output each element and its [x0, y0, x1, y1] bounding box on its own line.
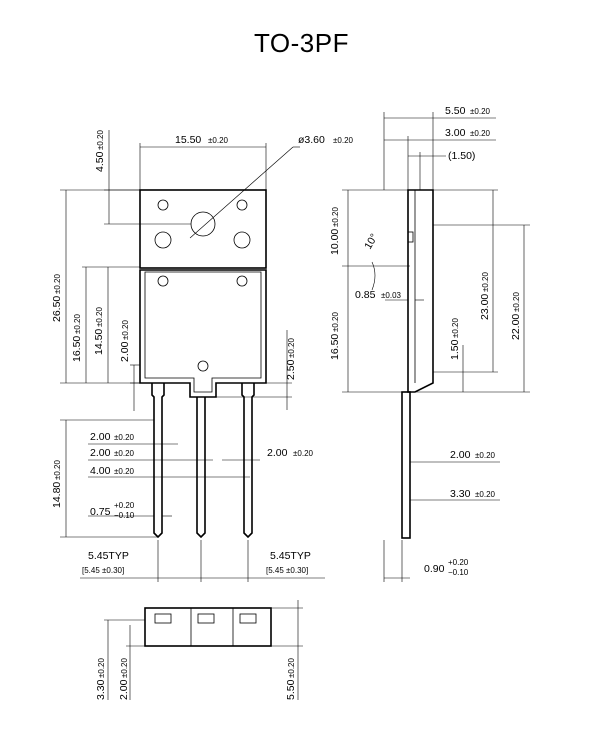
- dim-side-150b: 1.50: [449, 339, 461, 360]
- svg-text:[5.45 ±0.30]: [5.45 ±0.30]: [82, 566, 124, 575]
- svg-text:±0.20: ±0.20: [293, 449, 314, 458]
- svg-text:±0.20: ±0.20: [96, 129, 105, 150]
- bottom-view: [144, 607, 272, 647]
- svg-text:±0.20: ±0.20: [451, 317, 460, 338]
- dim-side-085: 0.85: [355, 289, 376, 301]
- dim-pitch-right: 5.45TYP: [270, 550, 311, 562]
- svg-text:[5.45 ±0.30]: [5.45 ±0.30]: [266, 566, 308, 575]
- svg-text:±0.20: ±0.20: [121, 319, 130, 340]
- svg-text:±0.20: ±0.20: [470, 107, 491, 116]
- dim-height-1450: 14.50: [93, 329, 105, 355]
- dim-side-2300: 23.00: [479, 294, 491, 320]
- dim-side-090: 0.90: [424, 563, 445, 575]
- dim-total-height: 26.50: [51, 296, 63, 322]
- svg-text:±0.20: ±0.20: [208, 136, 229, 145]
- dim-side-550: 5.50: [445, 105, 466, 117]
- lead-stub: [197, 613, 215, 624]
- dim-width-200-a: 2.00: [90, 431, 111, 443]
- side-body: [407, 189, 434, 393]
- tab-pin-hole: [157, 199, 169, 211]
- tab-pin-hole: [236, 199, 248, 211]
- dim-height-200: 2.00: [119, 341, 131, 362]
- svg-text:±0.20: ±0.20: [53, 273, 62, 294]
- svg-text:−0.10: −0.10: [448, 568, 469, 577]
- svg-text:±0.20: ±0.20: [333, 136, 354, 145]
- dim-bottom-330: 3.30: [95, 679, 107, 700]
- svg-text:±0.20: ±0.20: [475, 490, 496, 499]
- svg-text:±0.03: ±0.03: [381, 291, 402, 300]
- svg-text:±0.20: ±0.20: [331, 206, 340, 227]
- front-tab: [139, 189, 267, 269]
- dim-side-200: 2.00: [450, 449, 471, 461]
- svg-text:±0.20: ±0.20: [512, 291, 521, 312]
- dim-width-400: 4.00: [90, 465, 111, 477]
- svg-text:+0.20: +0.20: [114, 501, 135, 510]
- lead-3: [241, 383, 255, 539]
- dim-pitch-left: 5.45TYP: [88, 550, 129, 562]
- dim-bottom-200: 2.00: [118, 679, 130, 700]
- dim-side-2200: 22.00: [510, 314, 522, 340]
- dim-top-to-hole: 4.50: [94, 151, 106, 172]
- dim-bottom-550: 5.50: [285, 679, 297, 700]
- dim-side-1650: 16.50: [329, 334, 341, 360]
- side-lead: [401, 391, 411, 539]
- dim-lead-width: 0.75: [90, 506, 111, 518]
- front-view: [139, 189, 267, 539]
- svg-text:±0.20: ±0.20: [114, 467, 135, 476]
- tab-hole: [154, 231, 172, 249]
- svg-text:±0.20: ±0.20: [475, 451, 496, 460]
- dim-width-200-c: 2.00: [267, 447, 288, 459]
- body-ejector-mark: [197, 360, 209, 372]
- lead-stub: [154, 613, 172, 624]
- svg-text:±0.20: ±0.20: [481, 271, 490, 292]
- tab-hole: [233, 231, 251, 249]
- dim-side-300: 3.00: [445, 127, 466, 139]
- svg-text:±0.20: ±0.20: [95, 306, 104, 327]
- svg-text:−0.10: −0.10: [114, 511, 135, 520]
- dim-width-200-b: 2.00: [90, 447, 111, 459]
- dim-side-150: (1.50): [448, 150, 475, 162]
- svg-text:±0.20: ±0.20: [287, 337, 296, 358]
- svg-text:±0.20: ±0.20: [53, 459, 62, 480]
- body-pin-mark: [157, 275, 169, 287]
- dim-side-1000: 10.00: [329, 229, 341, 255]
- svg-text:±0.20: ±0.20: [331, 311, 340, 332]
- lead-stub: [239, 613, 257, 624]
- package-title: TO-3PF: [254, 28, 349, 58]
- svg-text:±0.20: ±0.20: [470, 129, 491, 138]
- dim-front-width: 15.50: [175, 134, 201, 146]
- dim-height-250: 2.50: [285, 359, 297, 380]
- dim-lower-height: 16.50: [71, 336, 83, 362]
- svg-text:±0.20: ±0.20: [73, 313, 82, 334]
- dim-lead-length: 14.80: [51, 482, 63, 508]
- lead-2: [196, 397, 206, 539]
- svg-text:±0.20: ±0.20: [287, 657, 296, 678]
- dim-angle: 10°: [362, 232, 380, 252]
- svg-text:±0.20: ±0.20: [97, 657, 106, 678]
- body-pin-mark: [236, 275, 248, 287]
- svg-text:+0.20: +0.20: [448, 558, 469, 567]
- dim-hole-diameter: ø3.60: [298, 134, 325, 146]
- svg-text:±0.20: ±0.20: [120, 657, 129, 678]
- side-view: [401, 189, 434, 539]
- svg-text:±0.20: ±0.20: [114, 433, 135, 442]
- svg-text:±0.20: ±0.20: [114, 449, 135, 458]
- dim-side-330: 3.30: [450, 488, 471, 500]
